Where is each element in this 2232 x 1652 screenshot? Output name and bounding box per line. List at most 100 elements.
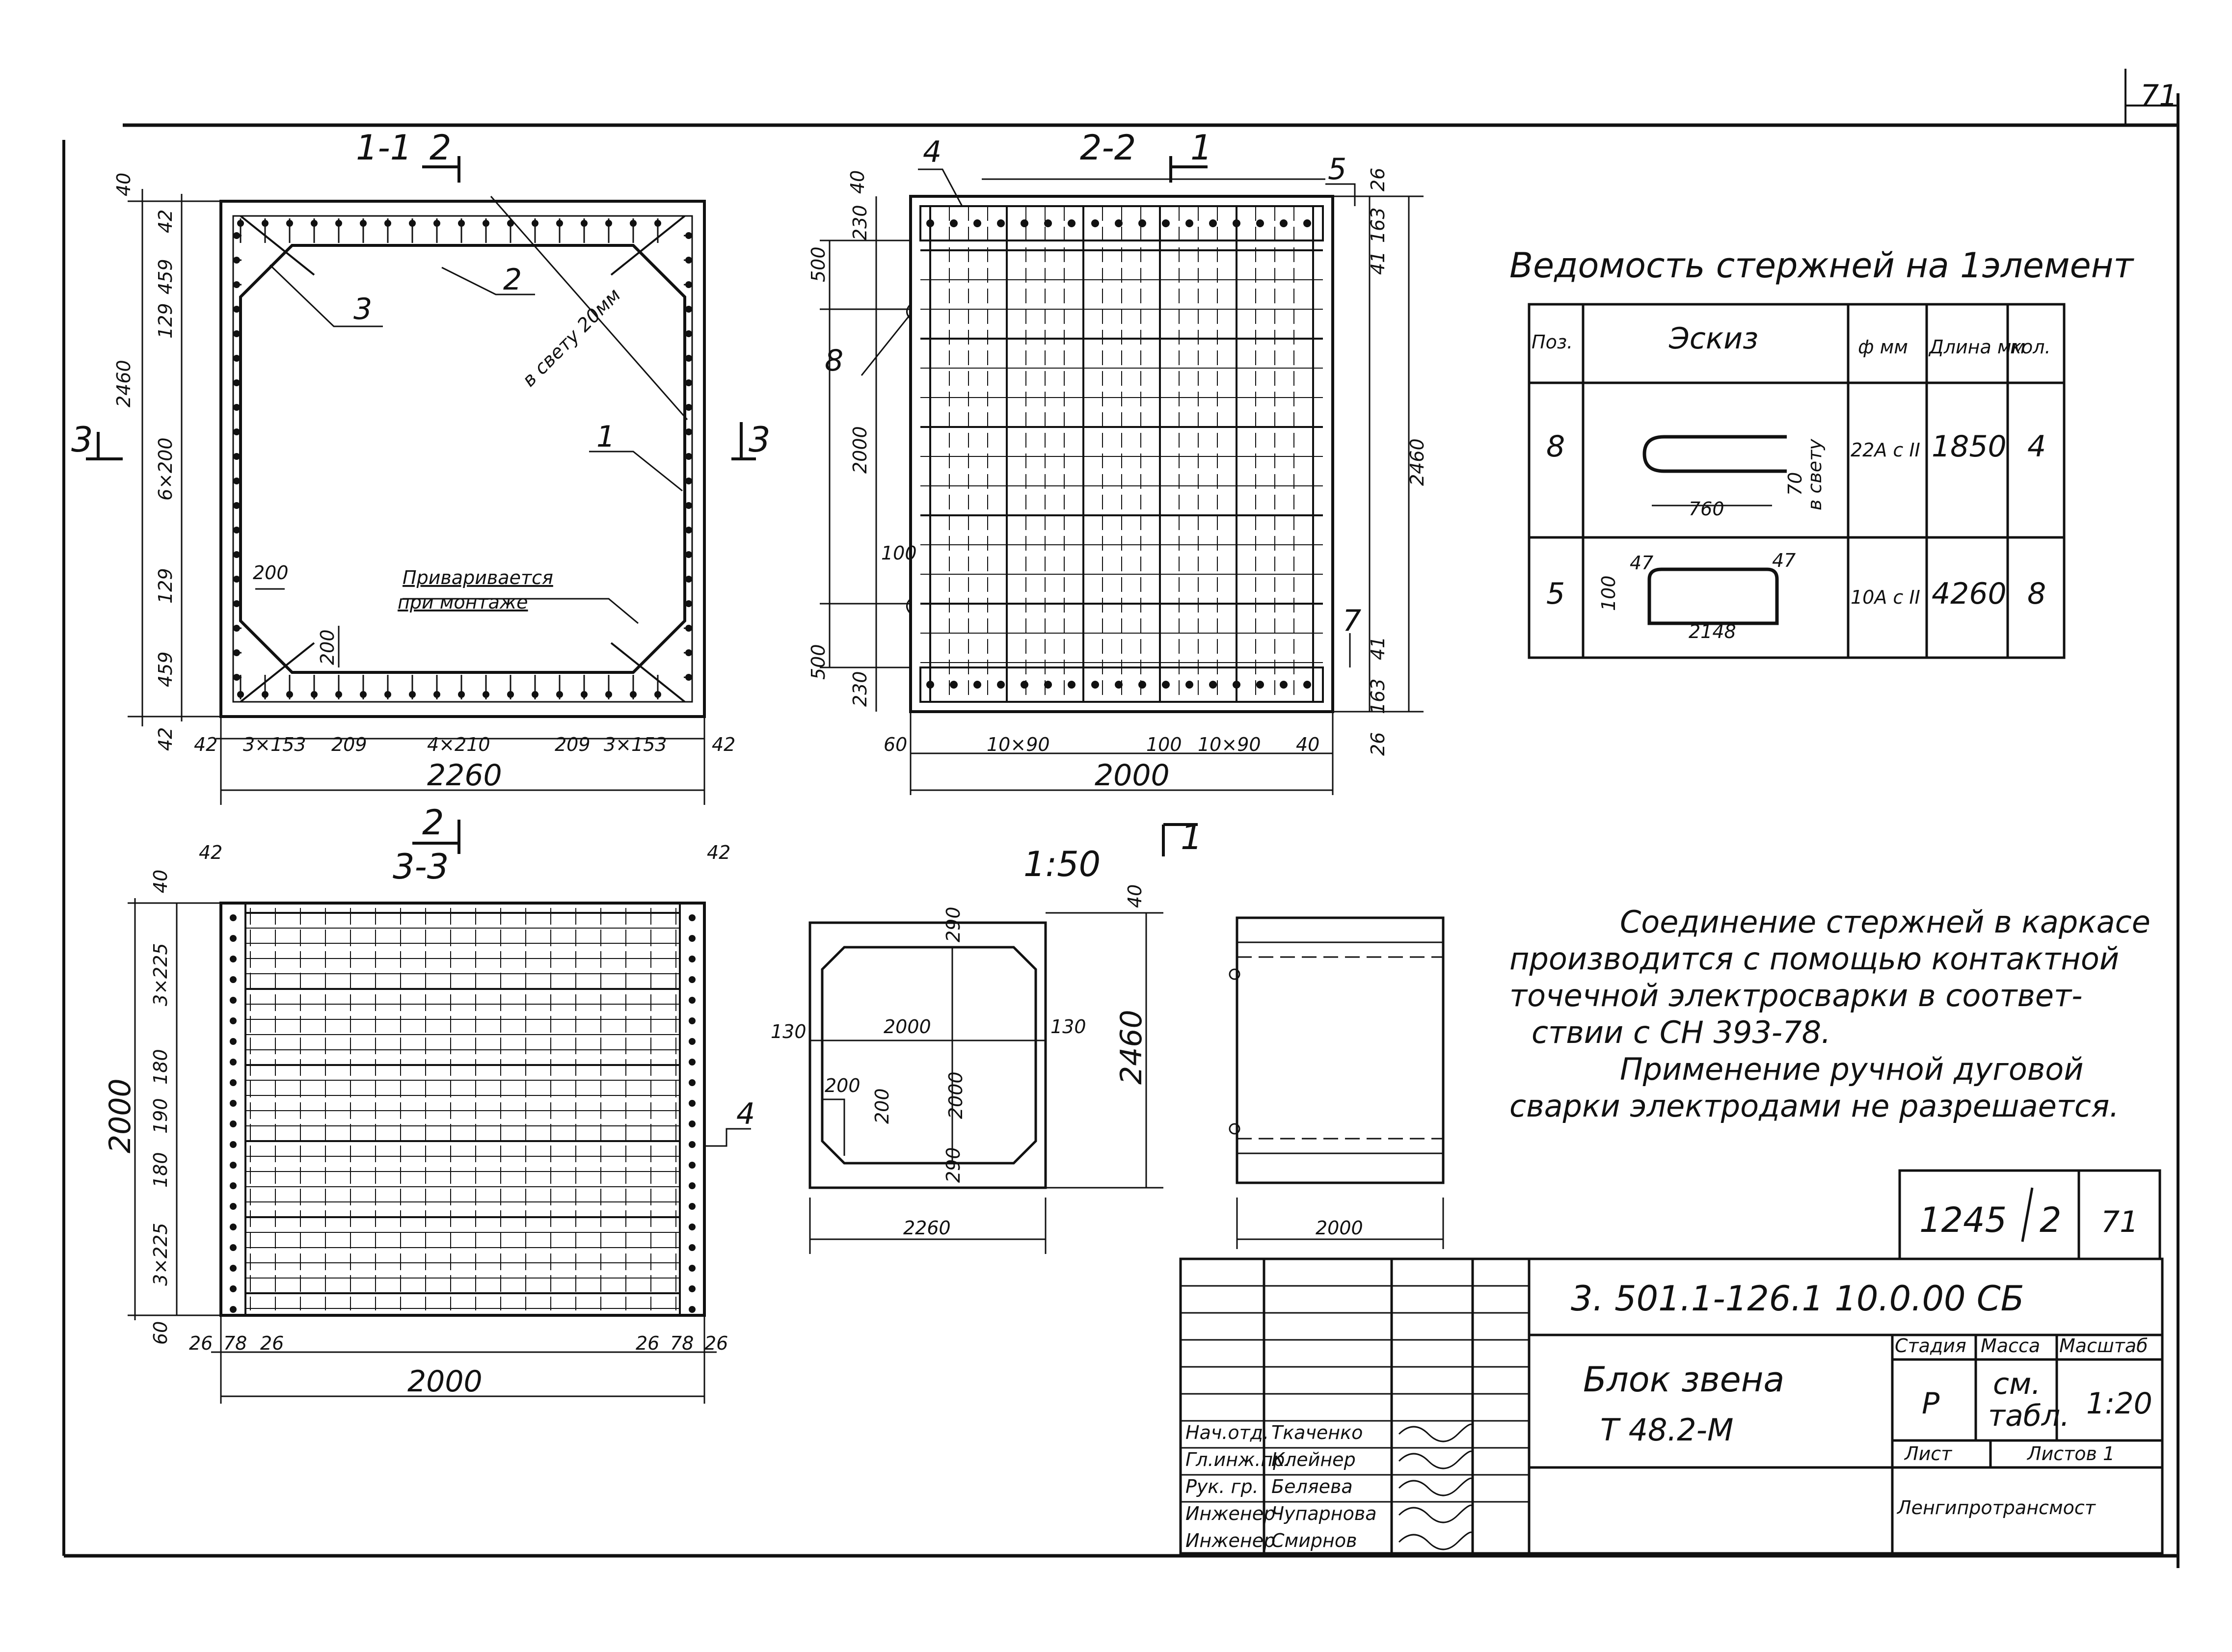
dim-l-3x225-bottom: 3×225 <box>150 1223 171 1286</box>
rebar-dot-left <box>233 257 240 264</box>
small-dim-290-bottom: 290 <box>942 1147 964 1183</box>
dim-2460: 2460 <box>113 360 134 407</box>
row-8-sketch <box>1642 435 1787 473</box>
chord-dot-right <box>689 1059 696 1066</box>
dim-42-top: 42 <box>155 210 176 233</box>
dim-2000-width: 2000 <box>1095 758 1170 793</box>
cut-arrow-3-left <box>86 432 123 460</box>
rebar-dot-top <box>433 220 440 227</box>
chord-dot-left <box>230 1059 237 1066</box>
chord-dot-bottom <box>1138 681 1146 689</box>
chord-dot-left <box>230 1038 237 1045</box>
schedule-header-sketch: Эскиз <box>1668 321 1758 356</box>
lifting-loop-bottom <box>906 598 912 614</box>
signature <box>1398 1450 1474 1469</box>
dim-r-26-top: 26 <box>1367 168 1389 191</box>
chord-dot-bottom <box>973 681 981 689</box>
rebar-dot-bottom <box>237 691 244 698</box>
small-outline <box>808 921 1047 1189</box>
rebar-dot-left <box>233 502 240 509</box>
mass-label: Масса <box>1981 1335 2040 1357</box>
rebar-dot-right <box>685 453 692 460</box>
chord-dot-right <box>689 1244 696 1251</box>
rebar-dot-top <box>360 220 367 227</box>
rebar-dot-right <box>685 257 692 264</box>
rebar-dot-left <box>233 551 240 558</box>
rebar-dot-left <box>233 330 240 337</box>
chord-dot-right <box>689 935 696 942</box>
rebar-dot-top <box>286 220 293 227</box>
rebar-dot-top <box>556 220 563 227</box>
row-8-dim-70: 70 <box>1784 472 1806 496</box>
side-view: 2000 <box>1229 916 1445 1249</box>
chord-dot-right <box>689 976 696 983</box>
rebar-dot-bottom <box>360 691 367 698</box>
row-5-sketch <box>1647 567 1779 625</box>
rebar-dot-top <box>311 220 318 227</box>
dim-b-10x90-right: 10×90 <box>1198 734 1261 755</box>
dim-42-bottom: 42 <box>155 727 176 751</box>
rebar-dot-right <box>685 674 692 681</box>
chord-dot-top <box>1303 219 1311 227</box>
rebar-dot-left <box>233 600 240 607</box>
dim-l-40: 40 <box>150 870 171 893</box>
section-3-3-dimensions <box>128 898 751 1404</box>
stage-value: Р <box>1922 1386 1940 1421</box>
rebar-dot-top <box>458 220 465 227</box>
dim-r-163-bottom: 163 <box>1367 678 1389 714</box>
chord-dot-top <box>1138 219 1146 227</box>
ref-sub: 2 <box>2040 1200 2062 1240</box>
dim-b-60: 60 <box>884 734 907 755</box>
dim-b-26-a: 26 <box>189 1332 213 1354</box>
chord-dot-top <box>1233 219 1240 227</box>
dim-l-2000: 2000 <box>103 1078 137 1153</box>
cut-arrow-3-right <box>731 422 756 460</box>
chord-dot-top <box>1280 219 1288 227</box>
schedule-header-qty: кол. <box>2010 336 2051 358</box>
note-line-6: сварки электродами не разрешается. <box>1509 1088 2119 1124</box>
dim-b-26-c: 26 <box>636 1332 659 1354</box>
rebar-dot-bottom <box>409 691 416 698</box>
chord-dot-right <box>689 1285 696 1292</box>
section-2-2-mesh <box>906 206 1323 702</box>
side-view-hook-bottom <box>1229 1123 1240 1135</box>
section-1-1: 1-1 2 40 42 459 129 6×200 129 459 42 <box>71 128 771 854</box>
signatory-role: Инженер <box>1185 1530 1275 1551</box>
chord-dot-left <box>230 1017 237 1024</box>
rebar-dot-bottom <box>335 691 342 698</box>
rebar-dot-left <box>233 625 240 632</box>
chord-dot-bottom <box>1044 681 1052 689</box>
chord-dot-bottom <box>1303 681 1311 689</box>
rebar-dot-right <box>685 379 692 386</box>
left-chord <box>220 902 246 1316</box>
rebar-dot-top <box>384 220 391 227</box>
chord-dot-top <box>1209 219 1217 227</box>
dim-r-163-top: 163 <box>1367 207 1389 243</box>
chord-dot-left <box>230 1244 237 1251</box>
dim-b-40: 40 <box>1296 734 1319 755</box>
inner-dim-200-v: 200 <box>317 629 338 665</box>
chord-dot-left <box>230 1224 237 1230</box>
rebar-dot-bottom <box>532 691 538 698</box>
schedule-header-dia: ф мм <box>1858 336 1908 358</box>
small-dim-2000-h: 2000 <box>884 1016 931 1038</box>
dim-b-4x210: 4×210 <box>427 734 490 755</box>
dim-b-26-b: 26 <box>260 1332 284 1354</box>
lifting-loop-top <box>906 303 912 320</box>
ref-number: 1245 <box>1919 1200 2007 1240</box>
side-view-outline <box>1236 916 1445 1184</box>
section-2-2-leaders <box>861 168 1356 667</box>
section-2-2-dimensions <box>820 195 1424 795</box>
chord-dot-left <box>230 1100 237 1107</box>
rebar-dot-bottom <box>605 691 612 698</box>
organization: Ленгипротрансмост <box>1896 1497 2097 1519</box>
chord-dot-left <box>230 935 237 942</box>
dim-500-bottom: 500 <box>807 644 829 680</box>
dim-b-209-right: 209 <box>555 734 591 755</box>
cut-label-2-bottom: 2 <box>422 802 444 843</box>
rebar-dot-bottom <box>630 691 637 698</box>
signature <box>1398 1504 1474 1523</box>
rebar-dot-bottom <box>458 691 465 698</box>
chord-dot-left <box>230 1079 237 1086</box>
